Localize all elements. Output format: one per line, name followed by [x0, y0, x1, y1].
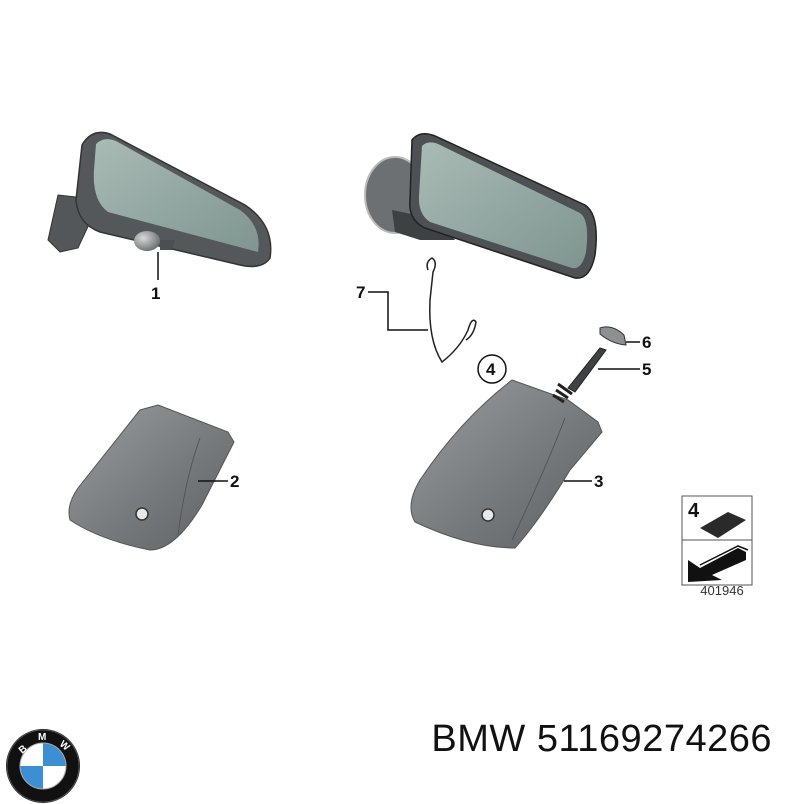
callout-1: 1	[151, 284, 161, 303]
cover-part-2	[68, 404, 235, 551]
callout-5: 5	[642, 360, 652, 379]
screw-part-5	[552, 347, 640, 404]
legend-box	[681, 495, 753, 586]
logo-letter-m: M	[38, 732, 46, 743]
callout-4: 4	[486, 360, 496, 379]
legend-box-number: 4	[688, 500, 700, 522]
bmw-logo-icon: B M W	[6, 729, 80, 803]
callout-2: 2	[230, 472, 240, 491]
callout-3: 3	[594, 472, 604, 491]
part-number-label: BMW 51169274266	[431, 718, 772, 760]
callout-6: 6	[642, 333, 652, 352]
mirror-part-1	[47, 131, 272, 280]
callout-7: 7	[356, 283, 366, 302]
mirror-part-7	[364, 133, 597, 364]
callout-4-circle	[477, 354, 507, 384]
clip-part-6	[599, 326, 640, 346]
reference-number: 401946	[700, 583, 744, 598]
cover-part-3	[410, 379, 603, 549]
